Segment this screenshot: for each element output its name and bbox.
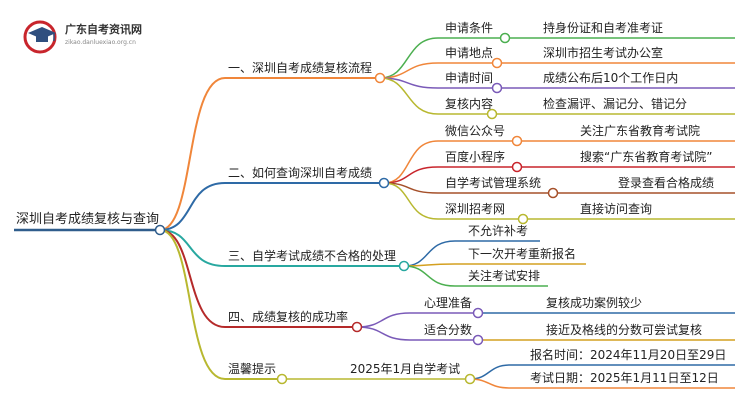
root-node-dot [154,224,166,236]
node-detail: 登录查看合格成绩 [618,176,715,190]
edge-root-b5 [159,229,226,380]
node-label: 考试日期：2025年1月11日至12日 [530,371,719,385]
node-label: 适合分数 [424,323,473,337]
node-label: 申请地点 [445,46,494,60]
branch-3-label: 三、自学考试成绩不合格的处理 [228,249,397,263]
node-detail: 复核成功案例较少 [546,296,643,310]
node-label: 不允许补考 [468,224,529,238]
node-label: 心理准备 [424,296,473,310]
root-topic: 深圳自考成绩复核与查询 [16,212,160,227]
node-label: 复核内容 [445,97,494,111]
edge-root-b2 [159,182,226,231]
edge-root-b3 [159,229,226,267]
node-detail: 关注广东省教育考试院 [580,124,701,138]
branch-1-label: 一、深圳自考成绩复核流程 [228,61,373,75]
node-label: 百度小程序 [445,150,506,164]
logo-title: 广东自考资讯网 [65,23,142,36]
edge-root-b1 [159,77,226,231]
edge-root-b4 [159,229,226,328]
branch-4-label: 四、成绩复核的成功率 [228,310,349,324]
node-label: 自学考试管理系统 [445,176,542,190]
logo-subtitle: zikao.danluexiao.org.cn [65,39,136,46]
node-detail: 接近及格线的分数可尝试复核 [546,323,703,337]
node-detail: 搜索“广东省教育考试院” [580,150,713,164]
node-detail: 持身份证和自考准考证 [543,21,664,35]
node-label: 申请时间 [445,71,494,85]
node-label: 微信公众号 [445,124,506,138]
branch-2-label: 二、如何查询深圳自考成绩 [228,166,373,180]
node-detail: 深圳市招生考试办公室 [543,46,664,60]
node-label: 关注考试安排 [468,269,541,283]
node-detail: 直接访问查询 [580,202,653,216]
node-label: 深圳招考网 [445,202,506,216]
node-detail: 成绩公布后10个工作日内 [543,71,679,85]
node-detail: 检查漏评、漏记分、错记分 [543,97,688,111]
node-label: 下一次开考重新报名 [468,247,577,261]
node-label: 申请条件 [445,21,494,35]
branch-5-label: 温馨提示 [228,362,277,376]
node-label: 2025年1月自学考试 [350,362,461,376]
site-logo: 广东自考资讯网 zikao.danluexiao.org.cn [22,17,172,57]
node-label: 报名时间：2024年11月20日至29日 [530,348,727,362]
graduation-cap-logo-icon [23,20,57,54]
